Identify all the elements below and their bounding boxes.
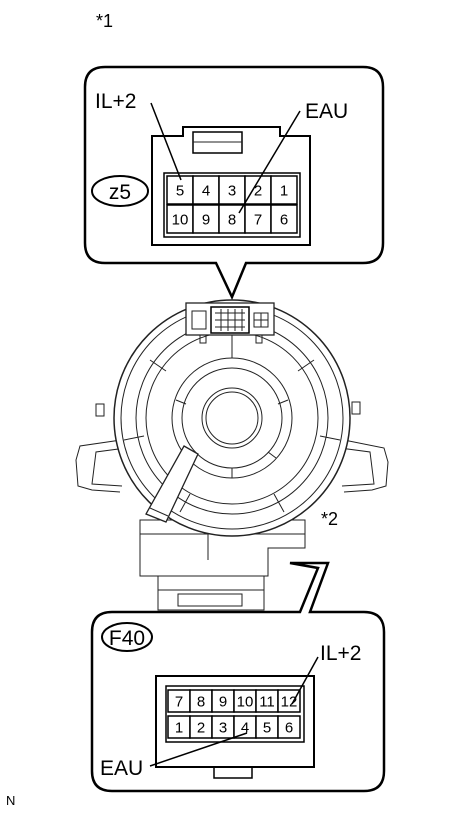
pin-cell [166,204,194,234]
pin-number: 2 [197,720,205,737]
pin-number: 1 [280,183,288,200]
pin-number: 12 [281,694,298,711]
bottom-label-eau: EAU [100,757,143,780]
pin-number: 11 [259,694,275,711]
top-label-eau: EAU [305,100,348,123]
pin-cell [192,175,220,205]
top-leader-eau [238,110,301,214]
pin-number: 10 [172,212,189,229]
pin-number: 7 [254,212,262,229]
pin-number: 10 [237,694,254,711]
bottom-connector-code: F40 [109,627,145,650]
top-connector-code: z5 [109,181,131,204]
note-star2: *2 [321,509,338,529]
pin-number: 2 [254,183,262,200]
pin-number: 3 [228,183,236,200]
note-star1: *1 [96,11,113,31]
pin-number: 5 [176,183,184,200]
top-connector-callout: z5 5 4 3 2 1 10 9 8 7 6 IL+2 EAU [83,65,385,301]
pin-cell [270,175,298,205]
top-label-il2: IL+2 [95,90,136,113]
pin-number: 3 [219,720,227,737]
pin-number: 4 [241,720,249,737]
connector-code-oval [101,622,153,652]
pin-number: 5 [263,720,271,737]
pin-number: 1 [175,720,183,737]
top-leader-il2 [150,102,182,181]
top-pin-row-1: 5 4 3 2 1 [166,175,298,205]
pin-cell [277,689,301,713]
pin-number: 8 [228,212,236,229]
pin-number: 9 [219,694,227,711]
pin-number: 6 [285,720,293,737]
bottom-leader-eau [149,732,248,767]
pin-cell [270,204,298,234]
connector-code-oval [91,175,149,207]
pin-number: 9 [202,212,210,229]
pin-number: 4 [202,183,210,200]
pin-number: 7 [175,694,183,711]
pin-cell [277,715,301,739]
pin-number: 8 [197,694,205,711]
top-pin-row-2: 10 9 8 7 6 [166,204,298,234]
corner-note: N [6,793,15,808]
spiral-cable-body [75,299,389,611]
bottom-label-il2: IL+2 [320,642,361,665]
pin-number: 6 [280,212,288,229]
bottom-leader-il2 [291,656,319,705]
